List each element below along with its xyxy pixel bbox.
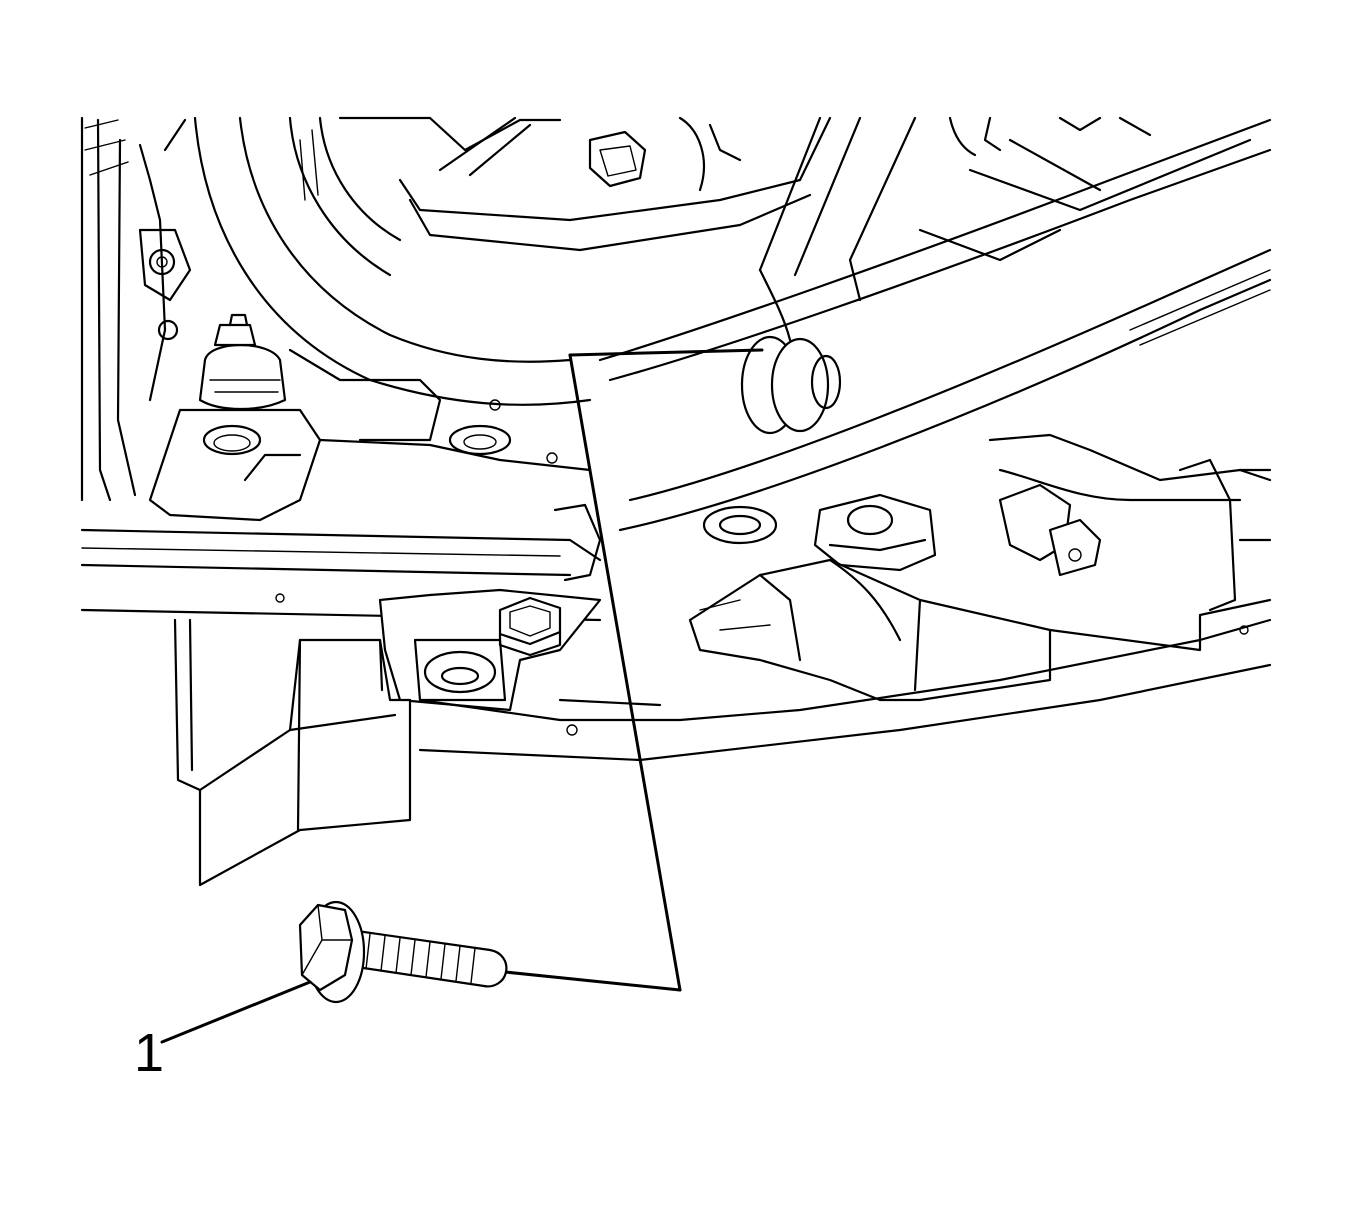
- right-components: [813, 433, 1272, 612]
- callout-leader: [503, 348, 764, 992]
- callout-1-label: 1: [134, 1023, 164, 1083]
- callout-1: 1: [134, 980, 312, 1083]
- flange-bolt-icon: [298, 900, 508, 1004]
- splash-shield: [173, 618, 412, 887]
- control-arm: [598, 118, 1272, 545]
- steering-gear: [418, 558, 1272, 762]
- upper-engine-assembly: [80, 116, 1152, 522]
- mount-bracket: [378, 588, 602, 712]
